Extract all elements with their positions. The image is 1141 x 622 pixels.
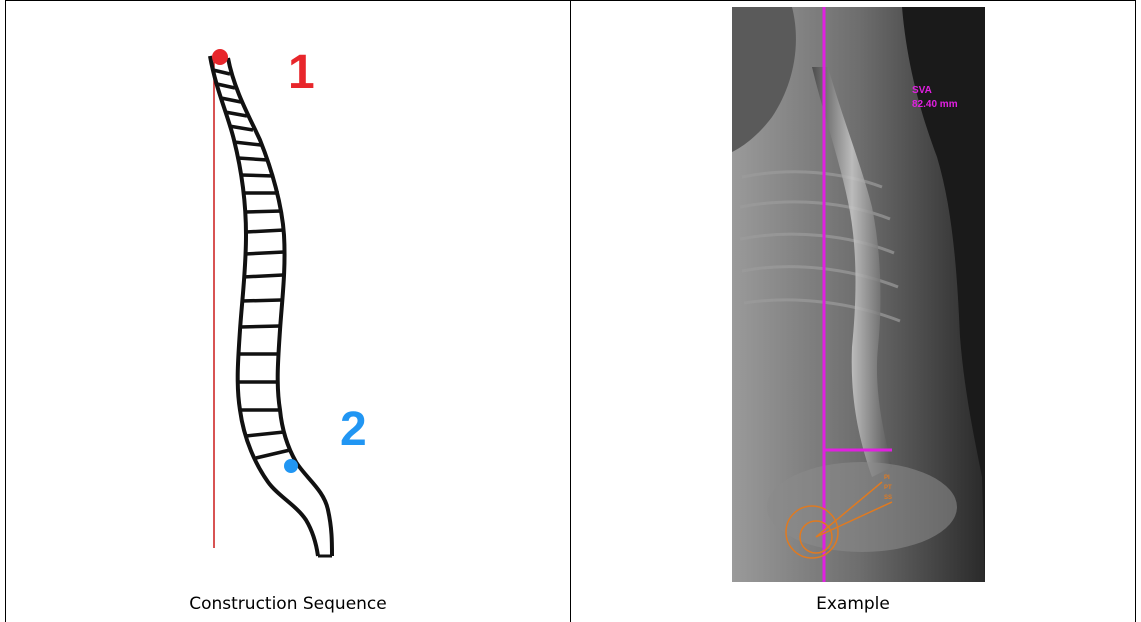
sva-title: SVA [912,84,985,98]
table-right-border [1135,0,1136,622]
point-1-label: 1 [288,45,315,100]
example-cell: PI PT SS SVA 82.40 mm Example [571,0,1135,622]
point-1-marker [212,49,228,65]
svg-text:PI: PI [884,475,890,481]
point-2-marker [284,459,298,473]
svg-text:SS: SS [884,495,892,501]
construction-sequence-caption: Construction Sequence [6,594,570,614]
sva-label: SVA 82.40 mm [912,84,985,112]
sva-value: 82.40 mm [912,98,985,112]
pelvis-shadow [767,462,957,552]
xray-image: PI PT SS SVA 82.40 mm [732,7,985,582]
svg-text:PT: PT [884,485,892,491]
point-2-label: 2 [340,402,367,457]
construction-sequence-cell: 1 2 Construction Sequence [6,0,570,622]
example-caption: Example [571,594,1135,614]
spine-left-edge [210,56,318,556]
